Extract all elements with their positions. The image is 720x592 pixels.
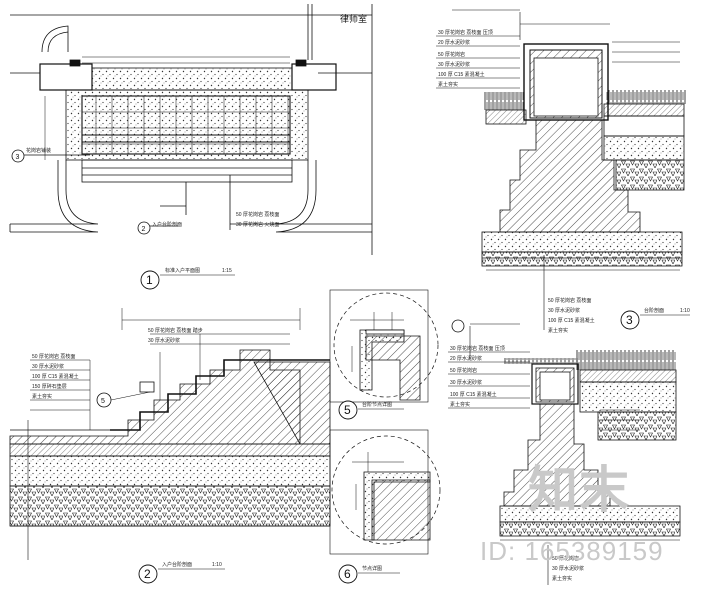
svg-text:素土夯实: 素土夯实	[438, 81, 458, 88]
svg-text:20 厚水泥砂浆: 20 厚水泥砂浆	[450, 355, 482, 362]
detail-6	[329, 429, 441, 555]
svg-text:素土夯实: 素土夯实	[32, 393, 52, 400]
title-scale: 1:10	[680, 308, 690, 314]
watermark-id: ID: 165389159	[480, 536, 664, 566]
detail-title-3: 3 台阶剖面 1:10	[620, 307, 690, 330]
title-text: 台阶节点详图	[362, 401, 392, 408]
svg-text:100 厚 C15 素混凝土: 100 厚 C15 素混凝土	[548, 317, 595, 324]
title-text: 台阶剖面	[644, 307, 664, 314]
svg-text:6: 6	[344, 567, 351, 581]
svg-text:50 厚花岗岩 荔枝面 踏步: 50 厚花岗岩 荔枝面 踏步	[148, 327, 203, 334]
title-text: 标准入户平面图	[165, 267, 200, 274]
svg-text:50 厚花岗岩: 50 厚花岗岩	[552, 555, 579, 562]
svg-text:5: 5	[344, 403, 351, 417]
svg-text:3: 3	[626, 313, 633, 327]
section-callout-5: 5	[101, 398, 105, 405]
section-2-notes: 50 厚花岗岩 荔枝面 30 厚水泥砂浆 100 厚 C15 素混凝土 150 …	[32, 327, 203, 405]
svg-text:30 厚花岗岩 荔枝面 压顶: 30 厚花岗岩 荔枝面 压顶	[450, 345, 505, 352]
svg-text:50 厚花岗岩: 50 厚花岗岩	[450, 367, 477, 374]
title-text: 节点详图	[362, 565, 382, 572]
plan-callout-2: 2 入户台阶剖面	[137, 221, 182, 235]
section-3-notes: 30 厚花岗岩 荔枝面 压顶 20 厚水泥砂浆 50 厚花岗岩 30 厚水泥砂浆…	[438, 29, 595, 334]
plan-callout-3: 3 花岗岩铺装	[11, 147, 51, 163]
svg-text:素土夯实: 素土夯实	[450, 401, 470, 408]
section-lower-right	[448, 319, 681, 585]
svg-text:3: 3	[16, 154, 20, 161]
svg-text:50 厚花岗岩 荔枝面: 50 厚花岗岩 荔枝面	[32, 353, 75, 360]
section-2	[9, 308, 331, 560]
svg-text:30 厚水泥砂浆: 30 厚水泥砂浆	[450, 379, 482, 386]
svg-text:1: 1	[146, 273, 153, 287]
svg-text:20 厚水泥砂浆: 20 厚水泥砂浆	[438, 39, 470, 46]
section-3	[436, 9, 686, 330]
plan-view	[9, 4, 373, 255]
callout-label: 入户台阶剖面	[152, 221, 182, 228]
detail-title-1: 1 标准入户平面图 1:15	[140, 267, 235, 290]
watermark-logo: 知末	[528, 462, 630, 518]
svg-text:30 厚水泥砂浆: 30 厚水泥砂浆	[552, 565, 584, 572]
svg-text:30 厚水泥砂浆: 30 厚水泥砂浆	[148, 337, 180, 344]
svg-text:素土夯实: 素土夯实	[548, 327, 568, 334]
room-label: 律师室	[340, 13, 367, 24]
svg-text:100 厚 C15 素混凝土: 100 厚 C15 素混凝土	[32, 373, 79, 380]
svg-text:100 厚 C15 素混凝土: 100 厚 C15 素混凝土	[438, 71, 485, 78]
detail-title-2: 2 入户台阶剖面 1:10	[138, 561, 225, 584]
svg-text:30 厚水泥砂浆: 30 厚水泥砂浆	[438, 61, 470, 68]
svg-text:素土夯实: 素土夯实	[552, 575, 572, 582]
section-lower-right-notes: 30 厚花岗岩 荔枝面 压顶 20 厚水泥砂浆 50 厚花岗岩 30 厚水泥砂浆…	[450, 345, 584, 582]
svg-text:30 厚水泥砂浆: 30 厚水泥砂浆	[548, 307, 580, 314]
svg-text:30 厚水泥砂浆: 30 厚水泥砂浆	[32, 363, 64, 370]
svg-text:2: 2	[142, 226, 146, 233]
detail-5	[329, 289, 439, 403]
plan-note-2: 30 厚花岗岩 火烧面	[236, 221, 279, 228]
title-scale: 1:15	[222, 268, 232, 274]
title-text: 入户台阶剖面	[162, 561, 192, 568]
title-scale: 1:10	[212, 562, 222, 568]
svg-text:30 厚花岗岩 荔枝面 压顶: 30 厚花岗岩 荔枝面 压顶	[438, 29, 493, 36]
svg-text:50 厚花岗岩: 50 厚花岗岩	[438, 51, 465, 58]
detail-title-6: 6 节点详图	[338, 564, 400, 584]
detail-title-5: 5 台阶节点详图	[338, 400, 404, 420]
svg-text:150 厚碎石垫层: 150 厚碎石垫层	[32, 383, 67, 390]
plan-note: 50 厚花岗岩 荔枝面	[236, 211, 279, 218]
svg-text:50 厚花岗岩 荔枝面: 50 厚花岗岩 荔枝面	[548, 297, 591, 304]
callout-label: 花岗岩铺装	[26, 147, 51, 154]
svg-text:2: 2	[144, 567, 151, 581]
svg-text:100 厚 C15 素混凝土: 100 厚 C15 素混凝土	[450, 391, 497, 398]
